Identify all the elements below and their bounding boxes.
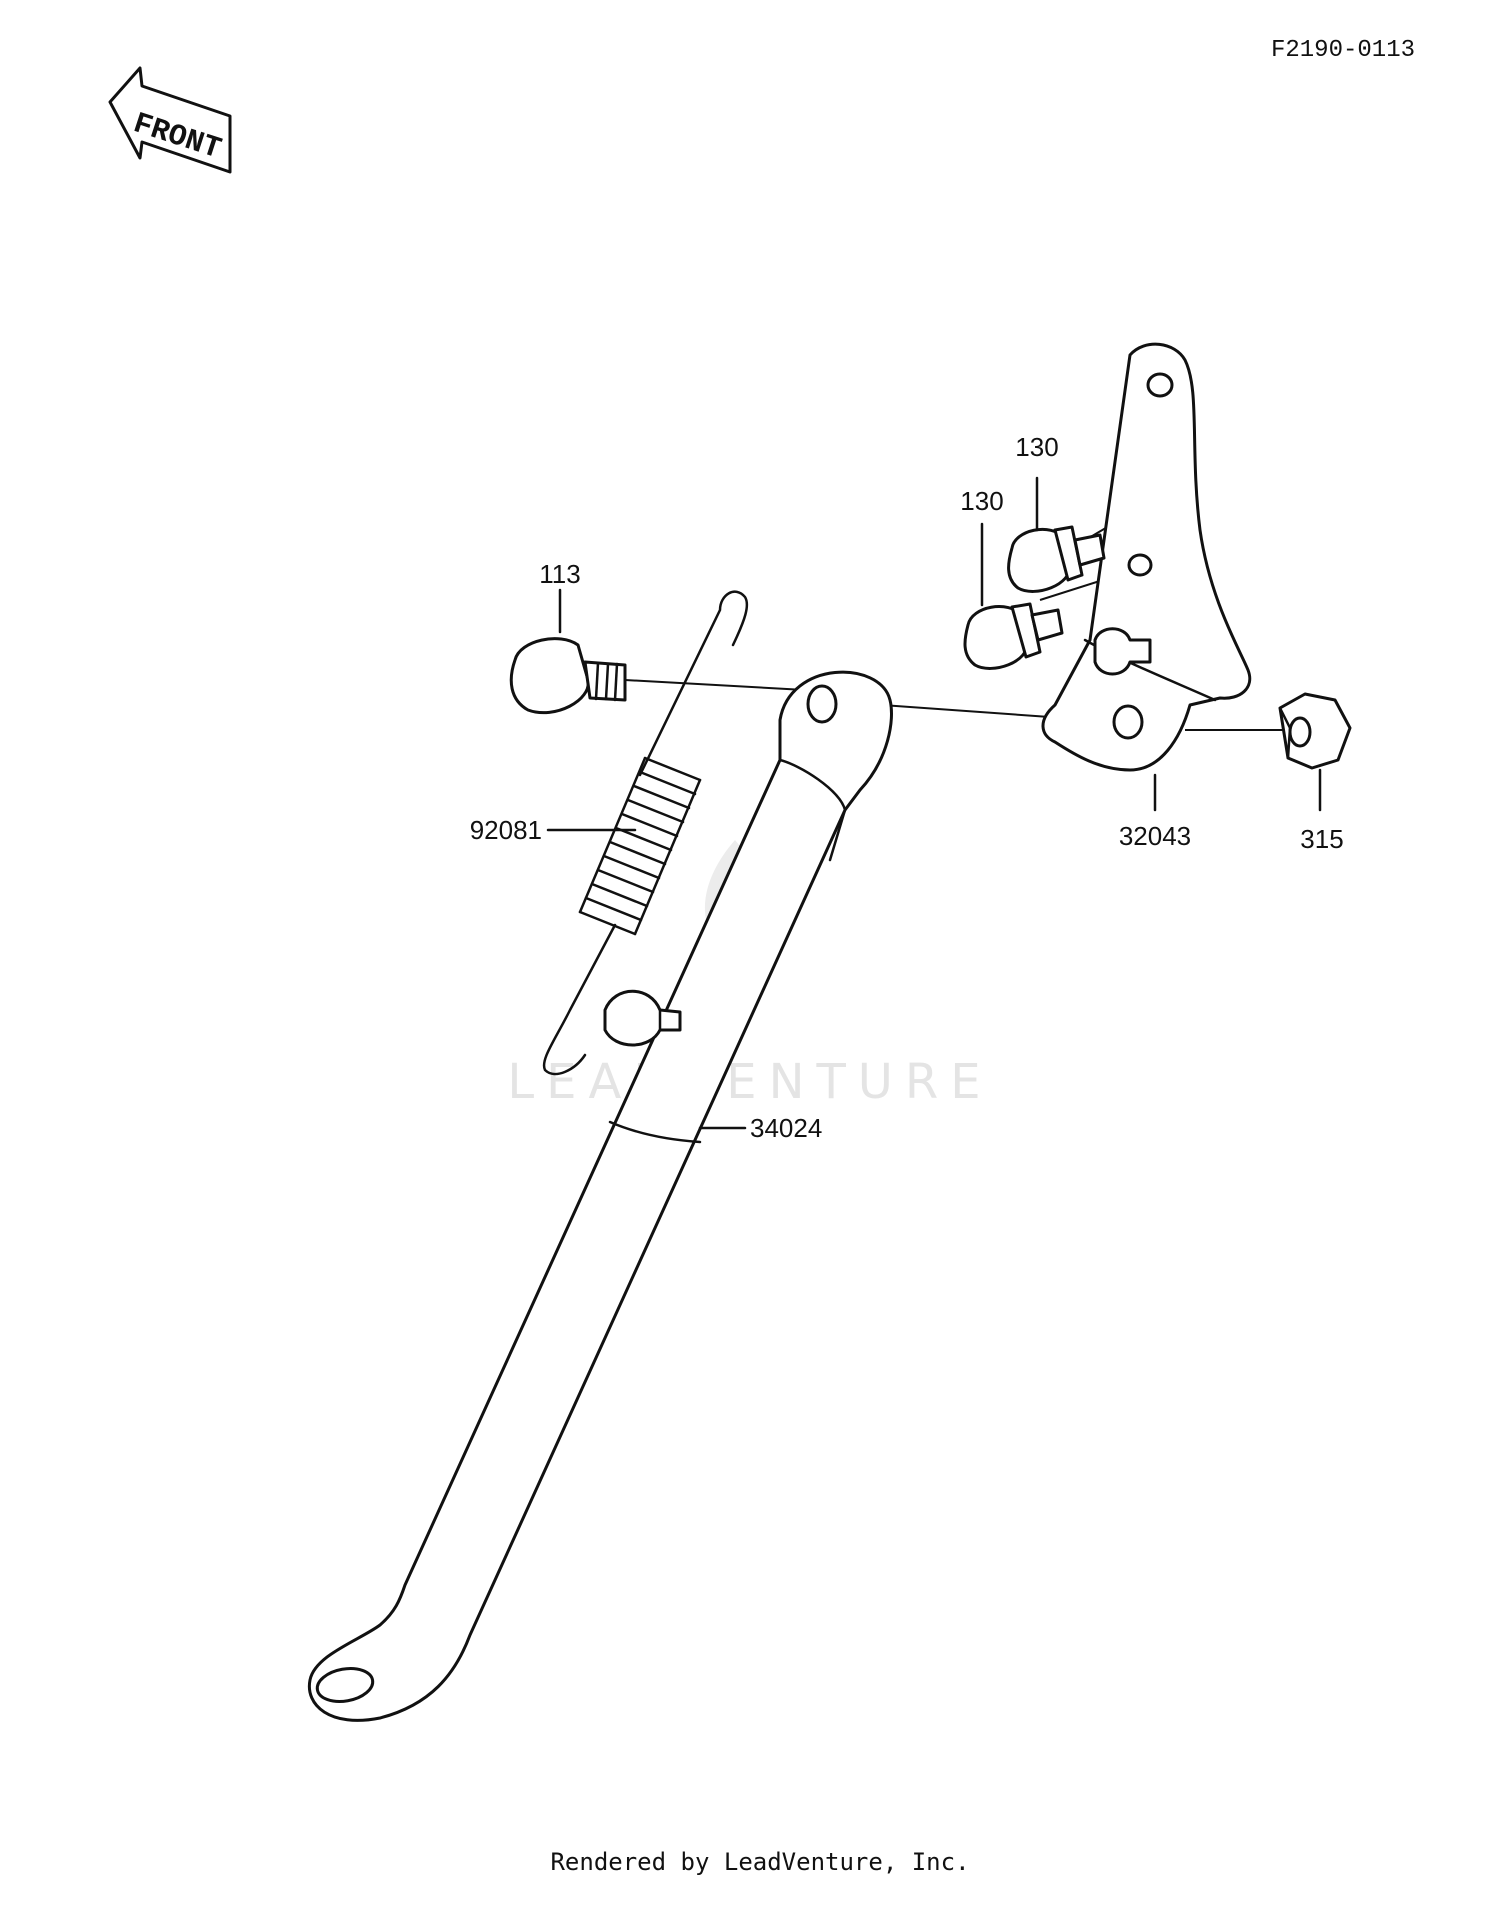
callout-32043: 32043: [1119, 821, 1191, 851]
nut-315-part: [1278, 692, 1352, 770]
assembly-axis-line: [624, 679, 806, 691]
spring-part: [542, 590, 749, 1076]
side-stand-part: [307, 670, 893, 1722]
bolt-113-part: [509, 637, 627, 715]
callout-315: 315: [1300, 824, 1343, 854]
callout-113: 113: [539, 559, 580, 589]
bolt-130-lower-part: [963, 602, 1064, 670]
front-arrow-icon: FRONT: [108, 66, 232, 174]
callout-130-lower: 130: [960, 486, 1003, 516]
callout-130-upper: 130: [1015, 432, 1058, 462]
diagram-code: F2190-0113: [1271, 37, 1415, 64]
watermark-text: LEADVENTURE: [507, 1054, 992, 1110]
bolt-130-upper-part: [1007, 525, 1106, 593]
footer-credit: Rendered by LeadVenture, Inc.: [550, 1848, 969, 1876]
spring-coil: [578, 756, 702, 936]
bracket-part: [1041, 342, 1252, 772]
callout-92081: 92081: [470, 815, 542, 845]
callout-34024: 34024: [750, 1113, 822, 1143]
